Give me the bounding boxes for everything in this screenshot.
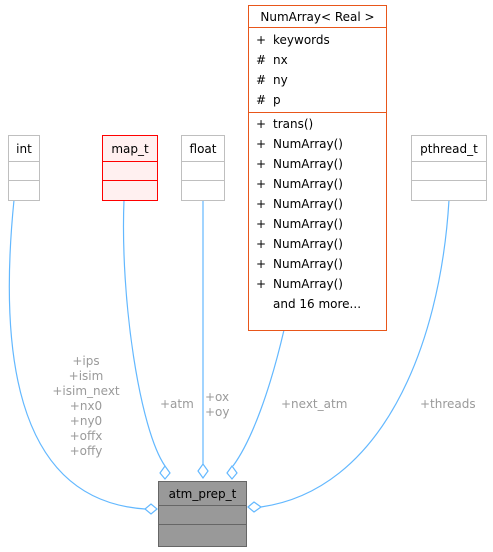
methods-section: [9, 181, 39, 200]
method-row: +NumArray(): [255, 257, 343, 271]
class-title: pthread_t: [412, 136, 486, 162]
methods-section: +trans() +NumArray() +NumArray() +NumArr…: [249, 113, 386, 314]
methods-section: [182, 181, 224, 200]
attributes-section: [412, 162, 486, 181]
attributes-section: [103, 162, 157, 181]
method-row: +NumArray(): [255, 277, 343, 291]
diamond-float: [197, 462, 209, 480]
attributes-section: [159, 506, 246, 525]
methods-section: [412, 181, 486, 200]
attribute-row: #p: [255, 93, 281, 107]
edge-label-float-members: +ox +oy: [205, 390, 230, 419]
edge-int-to-atm-prep: [8, 199, 146, 510]
attributes-section: [9, 162, 39, 181]
method-row: +trans(): [255, 117, 314, 131]
attribute-row: #ny: [255, 73, 288, 87]
class-node-int[interactable]: int: [8, 135, 40, 201]
edge-label-map-members: +atm: [160, 397, 194, 411]
class-title: NumArray< Real >: [249, 6, 386, 28]
method-row: +NumArray(): [255, 217, 343, 231]
class-title: atm_prep_t: [159, 482, 246, 506]
attribute-row: #nx: [255, 53, 288, 67]
methods-section: [159, 525, 246, 545]
method-row: +NumArray(): [255, 197, 343, 211]
more-methods-row: and 16 more...: [273, 297, 362, 311]
attribute-row: +keywords: [255, 33, 330, 47]
class-title: int: [9, 136, 39, 162]
edge-numarray-to-atm-prep: [232, 329, 285, 467]
diamond-map: [159, 464, 171, 480]
methods-section: [103, 181, 157, 200]
edge-label-int-members: +ips +isim +isim_next +nx0 +ny0 +offx +o…: [52, 354, 120, 458]
attributes-section: [182, 162, 224, 181]
method-row: +NumArray(): [255, 177, 343, 191]
edge-map-to-atm-prep: [122, 199, 166, 467]
class-node-float[interactable]: float: [181, 135, 225, 201]
method-row: +NumArray(): [255, 137, 343, 151]
class-node-atm-prep-t[interactable]: atm_prep_t: [158, 481, 247, 547]
attributes-section: +keywords #nx #ny #p: [249, 28, 386, 113]
diamond-int: [144, 503, 158, 515]
edge-label-numarray-members: +next_atm: [281, 397, 348, 411]
method-row: +NumArray(): [255, 157, 343, 171]
class-node-numarray[interactable]: NumArray< Real > +keywords #nx #ny #p +t…: [248, 5, 387, 331]
diamond-pthread: [247, 501, 263, 513]
class-title: map_t: [103, 136, 157, 162]
class-node-pthread-t[interactable]: pthread_t: [411, 135, 487, 201]
method-row: +NumArray(): [255, 237, 343, 251]
edge-label-pthread-members: +threads: [420, 397, 476, 411]
class-node-map-t[interactable]: map_t: [102, 135, 158, 201]
diamond-numarray: [226, 464, 238, 480]
class-title: float: [182, 136, 224, 162]
edge-pthread-to-atm-prep: [260, 199, 450, 508]
